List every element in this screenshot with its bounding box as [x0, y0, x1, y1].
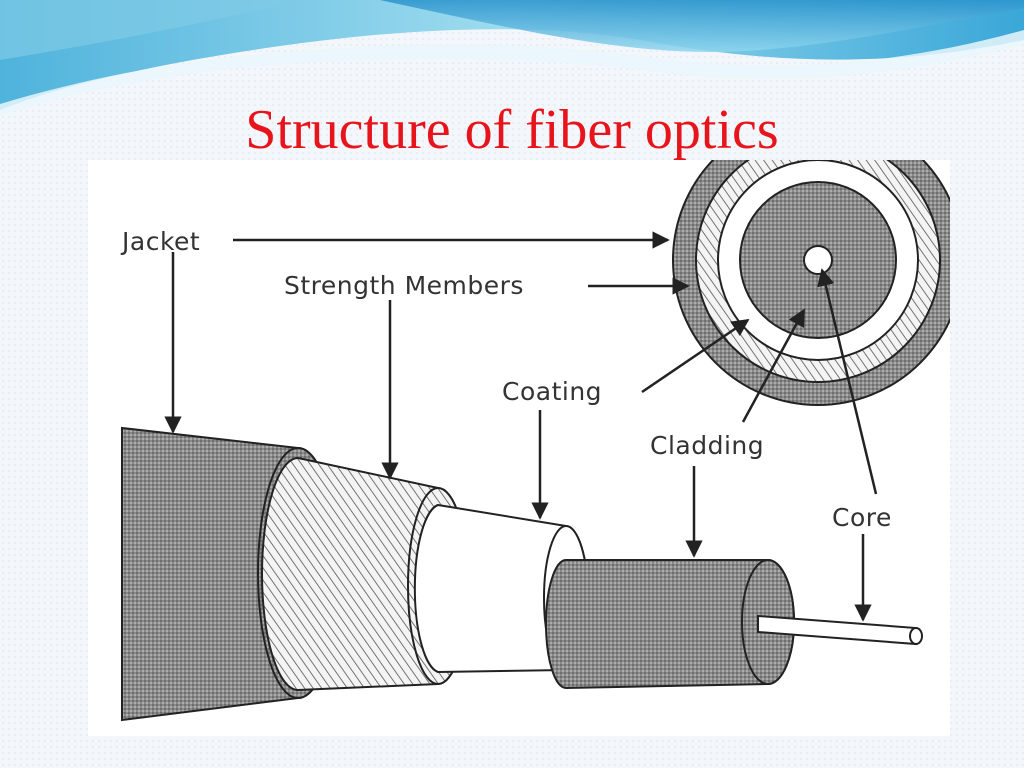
wave-band-right	[380, 0, 1024, 52]
fiber-optic-diagram: Jacket Strength Members Coating Cladding…	[120, 160, 950, 722]
slide-title: Structure of fiber optics	[245, 99, 779, 161]
cross-section-core	[803, 245, 833, 275]
wave-highlight	[0, 30, 1024, 116]
arrow-coating-to-cross-section	[641, 318, 750, 394]
diagram-panel: Jacket Strength Members Coating Cladding…	[88, 160, 950, 736]
label-coating: Coating	[502, 377, 602, 406]
cable-core-end	[909, 627, 923, 645]
wave-band-left	[0, 0, 300, 60]
label-cladding: Cladding	[650, 431, 764, 460]
label-core: Core	[832, 503, 892, 532]
label-arrows	[164, 231, 878, 622]
arrow-core-to-cross-section	[817, 268, 878, 495]
cross-section	[672, 160, 950, 406]
label-strength-members: Strength Members	[284, 271, 524, 300]
header-wave-decoration	[0, 0, 1024, 116]
arrow-cladding-to-cross-section	[741, 308, 806, 423]
label-jacket: Jacket	[120, 227, 200, 256]
cable-side-view	[121, 426, 923, 722]
